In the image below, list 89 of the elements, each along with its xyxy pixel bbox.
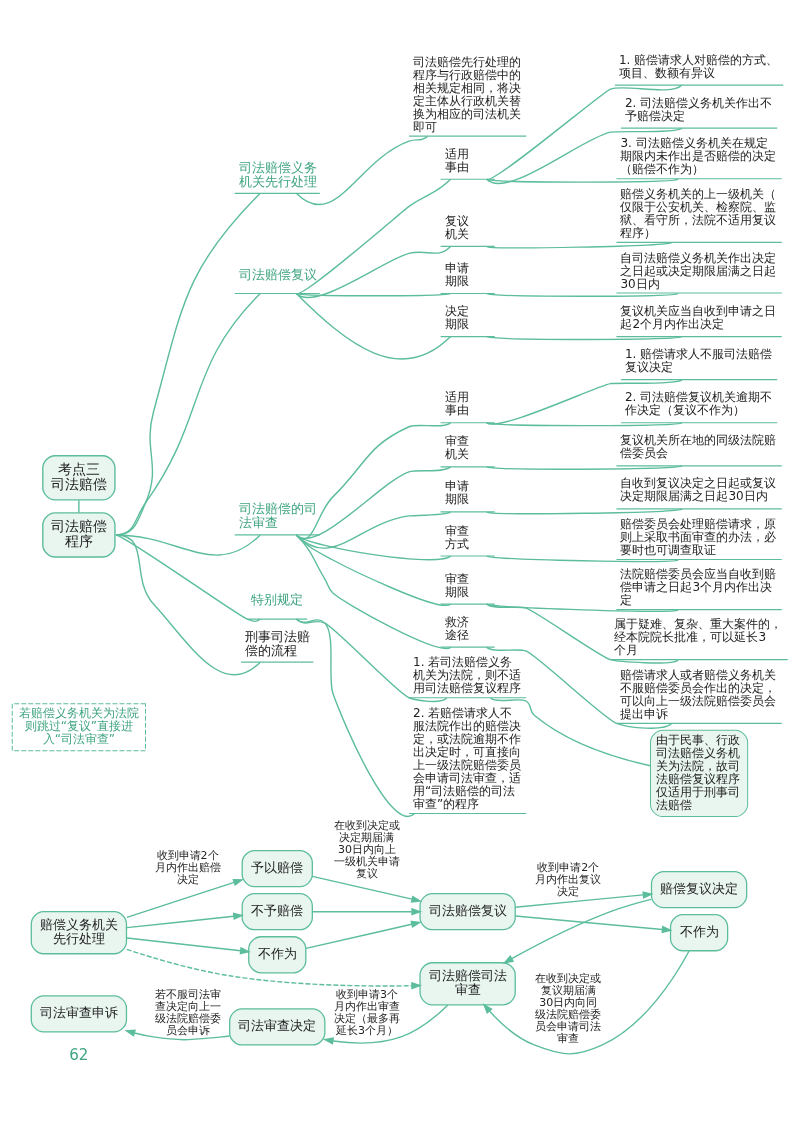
connector xyxy=(485,292,679,297)
node-text: 审查机关 xyxy=(444,434,469,462)
connector xyxy=(115,534,261,676)
node-text: 复议机关 xyxy=(444,213,469,241)
connector xyxy=(490,697,651,767)
node-text: 决定期限 xyxy=(444,304,469,332)
node-text: 司法赔偿义务机关先行处理 xyxy=(238,159,317,189)
node-text: 2. 司法赔偿复议机关逾期不作决定（复议不作为） xyxy=(624,390,773,418)
node-text: 赔偿委员会处理赔偿请求，原则上采取书面审查的办法，必要时也可调查取证 xyxy=(620,517,777,558)
node-text: 自司法赔偿义务机关作出决定之日起或决定期限届满之日起30日内 xyxy=(620,250,777,291)
node-text: 刑事司法赔偿的流程 xyxy=(245,628,311,658)
connector xyxy=(485,378,683,425)
arrow xyxy=(311,907,423,916)
node-box: 司法赔偿司法审查 xyxy=(419,962,516,1006)
node-text: 司法赔偿复议 xyxy=(238,266,317,282)
arrow xyxy=(124,1029,231,1041)
node-text: 1. 赔偿请求人不服司法赔偿复议决定 xyxy=(624,347,773,375)
arrow xyxy=(514,915,673,934)
node-box: 不作为 xyxy=(669,914,729,952)
arrow xyxy=(514,891,654,908)
node-box: 赔偿复议决定 xyxy=(650,870,748,909)
arrow xyxy=(305,920,422,950)
node-box: 予以赔偿 xyxy=(241,849,313,888)
arrow xyxy=(482,950,690,1055)
node-box: 司法赔偿程序 xyxy=(42,512,116,558)
connector xyxy=(295,292,452,360)
label: 62 xyxy=(69,1046,89,1065)
node-text: 法院赔偿委员会应当自收到赔偿申请之日起3个月内作出决定 xyxy=(620,567,777,608)
node-text: 适用事由 xyxy=(444,146,469,174)
node-text: 赔偿义务机关的上一级机关（仅限于公安机关、检察院、监狱、看守所，法院不适用复议程序） xyxy=(620,186,777,240)
connector xyxy=(295,292,452,297)
arrow xyxy=(126,878,244,919)
connector xyxy=(485,555,679,563)
node-text: 救济途径 xyxy=(444,614,469,642)
connector xyxy=(485,465,683,470)
node-box: 不作为 xyxy=(248,936,307,974)
connector xyxy=(485,241,673,249)
node-text: 1. 赔偿请求人对赔偿的方式、项目、数额有异议 xyxy=(618,52,779,80)
node-box: 由于民事、行政司法赔偿义务机关为法院，故司法赔偿复议程序仅适用于刑事司法赔偿 xyxy=(650,729,749,817)
arrow xyxy=(322,1004,449,1045)
node-text: 审查期限 xyxy=(444,571,469,599)
node-text: 1. 若司法赔偿义务机关为法院，则不适用司法赔偿复议程序 xyxy=(413,655,522,696)
node-text: 司法赔偿的司法审查 xyxy=(238,501,317,531)
connector xyxy=(78,499,80,514)
connector xyxy=(295,534,452,650)
node-text: 申请期限 xyxy=(444,479,469,507)
connector xyxy=(485,422,683,427)
node-text: 司法赔偿先行处理的程序与行政赔偿中的相关规定相同，将决定主体从行政机关替换为相应的司法机关即可 xyxy=(413,54,522,134)
connector xyxy=(295,135,429,205)
connector xyxy=(485,127,683,185)
node-box: 考点三 司法赔偿 xyxy=(42,455,116,501)
node-text: 赔偿请求人或者赔偿义务机关不服赔偿委员会作出的决定，可以向上一级法院赔偿委员会提出申诉 xyxy=(620,667,777,721)
node-box: 司法赔偿复议 xyxy=(419,893,516,931)
node-text: 自收到复议决定之日起或复议决定期限届满之日起30日内 xyxy=(620,476,777,504)
arrow xyxy=(126,948,423,990)
connector xyxy=(295,618,416,818)
connector xyxy=(485,335,683,341)
connector xyxy=(485,508,683,515)
node-text: 适用事由 xyxy=(444,390,469,418)
node-box: 司法审查决定 xyxy=(229,1008,326,1046)
edge-label: 收到申请2个月内作出赔偿决定 xyxy=(154,849,221,887)
node-box: 赔偿义务机关先行处理 xyxy=(30,911,128,955)
arrow xyxy=(311,875,423,903)
node-text: 审查方式 xyxy=(444,523,469,551)
node-text: 3. 司法赔偿义务机关在规定期限内未作出是否赔偿的决定（赔偿不作为） xyxy=(620,136,777,177)
node-text: 特别规定 xyxy=(251,592,304,608)
node-text: 属于疑难、复杂、重大案件的，经本院院长批准，可以延长3个月 xyxy=(614,617,783,658)
connector xyxy=(295,178,452,295)
edge-label: 若不服司法审查决定向上一级法院赔偿委员会申诉 xyxy=(154,987,221,1037)
connector xyxy=(485,603,679,664)
connector xyxy=(295,245,452,299)
connector xyxy=(295,618,448,703)
arrow xyxy=(502,898,652,964)
node-box: 若赔偿义务机关为法院则跳过“复议”直接进入“司法审查” xyxy=(11,703,146,752)
node-text: 申请期限 xyxy=(444,261,469,289)
connector xyxy=(485,178,679,183)
connector xyxy=(115,534,261,623)
node-box: 不予赔偿 xyxy=(241,893,313,931)
edge-label: 在收到决定或决定期届满30日内向上一级机关申请复议 xyxy=(333,819,400,881)
edge-label: 收到申请3个月内作出审查决定（最多再延长3个月） xyxy=(333,987,400,1037)
arrow xyxy=(126,912,244,929)
node-box: 司法审查申诉 xyxy=(30,995,128,1033)
edge-label: 在收到决定或复议期届满30日内向同级法院赔偿委员会申请司法审查 xyxy=(535,971,602,1045)
node-text: 2. 若赔偿请求人不服法院作出的赔偿决定，或法院逾期不作出决定时，可直接向上一级法院赔偿委员会申请司法审查，适用“司法赔偿的司法审查”的程序 xyxy=(413,705,522,812)
node-text: 复议机关所在地的同级法院赔偿委员会 xyxy=(620,433,777,461)
edge-label: 收到申请2个月内作出复议决定 xyxy=(535,861,602,899)
arrow xyxy=(126,937,251,955)
node-text: 2. 司法赔偿义务机关作出不予赔偿决定 xyxy=(624,95,773,123)
node-text: 复议机关应当自收到申请之日起2个月内作出决定 xyxy=(620,304,777,332)
